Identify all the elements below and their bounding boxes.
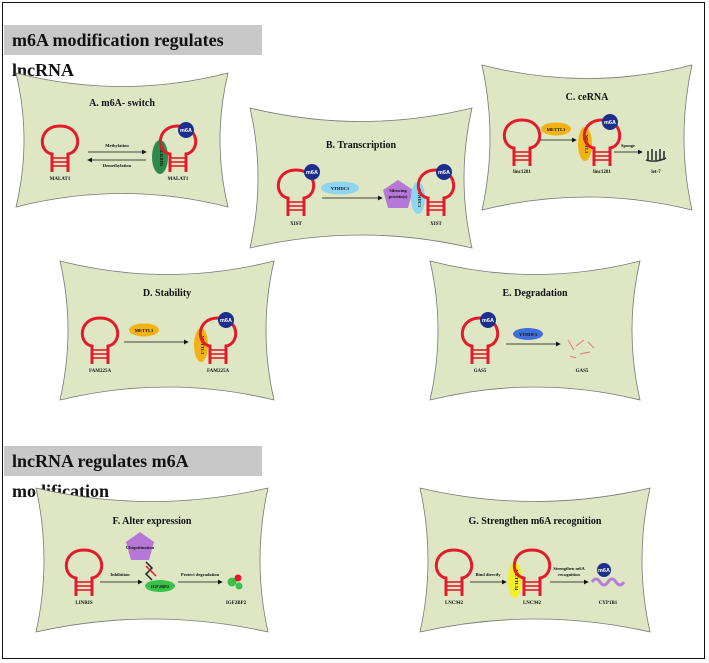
- mettl3-protein-bound: [194, 328, 208, 362]
- mettl3-label: METTL3: [135, 328, 154, 333]
- panel-b: B. Transcription m6A XIST YTHDC1 Silenci…: [249, 107, 473, 249]
- panel-c: C. ceRNA linc1281 METTL3 METTL3 m6A linc…: [481, 64, 693, 211]
- rna-label-right: XIST: [430, 222, 442, 227]
- rna-label-right: FAM225A: [207, 369, 230, 374]
- panel-a-background: [15, 72, 229, 208]
- mettl3-label: METTL3: [547, 127, 566, 132]
- m6a-mark: [597, 563, 611, 577]
- arrow-label-inhibition: Inhibition: [110, 572, 130, 577]
- panel-b-title: B. Transcription: [326, 140, 397, 151]
- rna-label-left: linc1281: [513, 170, 531, 175]
- panel-b-background: [249, 107, 473, 249]
- let7-label: let-7: [651, 170, 661, 175]
- panel-e: E. Degradation m6A GAS5 YTHDF3 GAS5: [429, 260, 641, 401]
- igf2bp2-protein: [145, 580, 175, 592]
- ythdc1-label: YTHDC1: [331, 186, 350, 191]
- m6a-mark: [480, 312, 496, 328]
- rna-label-left: LNC942: [445, 601, 464, 606]
- arrow-label-strengthen-1: Strengthen m6A: [553, 566, 585, 571]
- rna-label-right: LNC942: [523, 601, 542, 606]
- arrow-label-strengthen-2: recognition: [558, 572, 580, 577]
- m6a-mark: [178, 122, 194, 138]
- rna-label-left: FAM225A: [89, 369, 112, 374]
- panel-d-title: D. Stability: [143, 288, 191, 299]
- ubiquitination-label: Ubiquitination: [126, 545, 155, 550]
- rna-label-left: LINRIS: [75, 601, 92, 606]
- mettl3-protein: [129, 323, 159, 337]
- panel-a-title: A. m6A- switch: [89, 98, 155, 109]
- rna-label-left: GAS5: [474, 369, 487, 374]
- m6a-mark: [602, 114, 618, 130]
- rna-label-right: GAS5: [576, 369, 589, 374]
- m6a-mark-label: m6A: [604, 120, 616, 126]
- ythdf3-protein: [513, 328, 543, 340]
- section-header-top: m6A modification regulates lncRNA: [4, 25, 262, 80]
- panel-c-title: C. ceRNA: [566, 92, 610, 103]
- degraded-rna-fragments: [567, 339, 595, 359]
- rna-label-right: MALAT1: [168, 177, 189, 182]
- mettl3-protein: [541, 122, 571, 136]
- m6a-mark-label: m6A: [220, 318, 232, 324]
- igf2bp2-product: [227, 574, 243, 590]
- igf2bp2-product-label: IGF2BP2: [226, 601, 247, 606]
- arrow-label-bind-directly: Bind directly: [475, 572, 501, 577]
- panel-g-background: [419, 487, 651, 633]
- rna-label-left: XIST: [290, 222, 302, 227]
- mettl14-label: METTL14: [514, 570, 519, 592]
- panel-d: D. Stability FAM225A METTL3 METTL3 m6A F…: [59, 260, 275, 401]
- cyp1b1-mrna: [590, 577, 626, 587]
- mettl14-protein: [508, 562, 522, 598]
- m6a-mark-label: m6A: [180, 128, 192, 134]
- m6a-mark-right: [436, 164, 452, 180]
- ythdc1-protein-bound: [411, 182, 425, 214]
- ythdc1-bound-label: YTHDC1: [417, 189, 422, 208]
- m6a-mark-right-label: m6A: [438, 170, 450, 176]
- section-header-bottom: lncRNA regulates m6A modification: [4, 446, 262, 501]
- m6a-mark-label: m6A: [482, 318, 494, 324]
- m6a-mark-left-label: m6A: [306, 170, 318, 176]
- ythdc1-protein: [321, 181, 359, 195]
- arrow-label-sponge: Sponge: [621, 143, 635, 148]
- mettl3-protein-bound: [578, 127, 592, 161]
- panel-f: F. Alter expression LINRIS Inhibition Ub…: [35, 487, 269, 633]
- ythdf3-label: YTHDF3: [519, 332, 538, 337]
- mettl3-bound-label: METTL3: [200, 336, 205, 355]
- inhibition-mark: [144, 561, 154, 581]
- arrow-label-protect-degradation: Protect degradation: [181, 572, 220, 577]
- arrow-label-demethylation: Demethylation: [103, 163, 132, 168]
- igf2bp2-label: IGF2BP2: [151, 584, 170, 589]
- rna-label-right: linc1281: [593, 170, 611, 175]
- rna-label-left: MALAT1: [50, 177, 71, 182]
- alkbh5-label: ALKBH5: [159, 148, 164, 167]
- m6a-mark: [218, 312, 234, 328]
- arrow-label-methylation: Methylation: [105, 143, 129, 148]
- silencing-label-1: Silencing: [389, 188, 407, 193]
- panel-e-title: E. Degradation: [503, 288, 568, 299]
- cyp1b1-label: CYP1B1: [599, 601, 618, 606]
- m6a-mark-label: m6A: [598, 568, 610, 574]
- silencing-protein: [383, 180, 413, 208]
- panel-a: A. m6A- switch MALAT1 Methylation Demeth…: [15, 72, 229, 208]
- panel-f-title: F. Alter expression: [113, 516, 192, 527]
- ubiquitination-protein: [126, 532, 154, 560]
- silencing-label-2: protein(s): [389, 194, 408, 199]
- panel-g: G. Strengthen m6A recognition LNC942 Bin…: [419, 487, 651, 633]
- let7-mirna: [645, 149, 667, 162]
- alkbh5-protein: [152, 140, 168, 174]
- panel-g-title: G. Strengthen m6A recognition: [469, 516, 602, 527]
- panel-f-background: [35, 487, 269, 633]
- panel-d-background: [59, 260, 275, 401]
- m6a-mark-left: [304, 164, 320, 180]
